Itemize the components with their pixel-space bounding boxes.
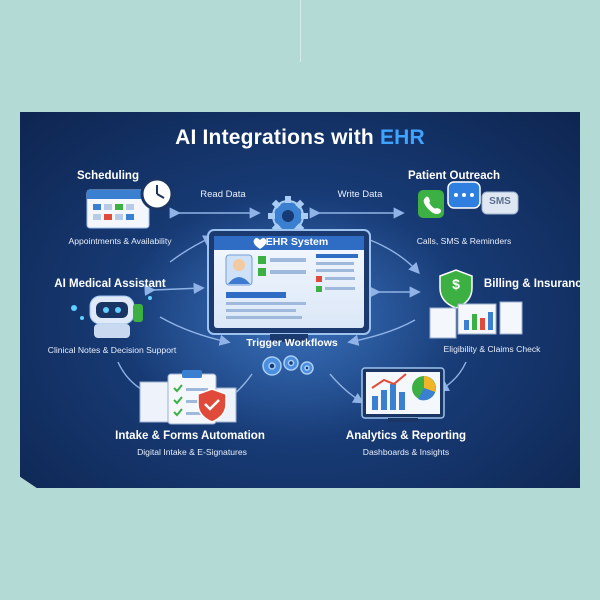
dashboard-icon bbox=[362, 368, 444, 422]
infographic-poster: AI Integrations with EHR Read Data Write… bbox=[20, 112, 580, 488]
analytics-title: Analytics & Reporting bbox=[346, 430, 466, 442]
write-data-label: Write Data bbox=[338, 189, 383, 200]
outreach-title: Patient Outreach bbox=[408, 170, 500, 182]
calendar-icon bbox=[87, 190, 149, 228]
title-accent: EHR bbox=[380, 126, 425, 149]
title-main: AI Integrations with bbox=[175, 126, 374, 149]
chat-icon bbox=[448, 182, 480, 208]
top-divider-line bbox=[300, 0, 301, 62]
sms-label: SMS bbox=[489, 196, 511, 207]
analytics-subtitle: Dashboards & Insights bbox=[363, 447, 449, 457]
outreach-subtitle: Calls, SMS & Reminders bbox=[417, 236, 512, 246]
dollar-symbol: $ bbox=[452, 276, 460, 292]
phone-icon bbox=[418, 190, 444, 218]
billing-title: Billing & Insurance bbox=[484, 278, 580, 290]
assistant-title: AI Medical Assistant bbox=[54, 278, 165, 290]
read-data-label: Read Data bbox=[200, 189, 245, 200]
intake-subtitle: Digital Intake & E-Signatures bbox=[137, 447, 247, 457]
clock-icon bbox=[142, 179, 172, 209]
ehr-system-label: EHR System bbox=[266, 236, 328, 248]
page-title: AI Integrations with EHR bbox=[20, 126, 580, 150]
intake-title: Intake & Forms Automation bbox=[115, 430, 265, 442]
billing-subtitle: Eligibility & Claims Check bbox=[444, 344, 541, 354]
scheduling-title: Scheduling bbox=[77, 170, 139, 182]
scheduling-subtitle: Appointments & Availability bbox=[68, 236, 171, 246]
trigger-workflows-label: Trigger Workflows bbox=[246, 337, 337, 349]
diagram-graphics bbox=[20, 112, 580, 488]
assistant-subtitle: Clinical Notes & Decision Support bbox=[48, 345, 177, 355]
